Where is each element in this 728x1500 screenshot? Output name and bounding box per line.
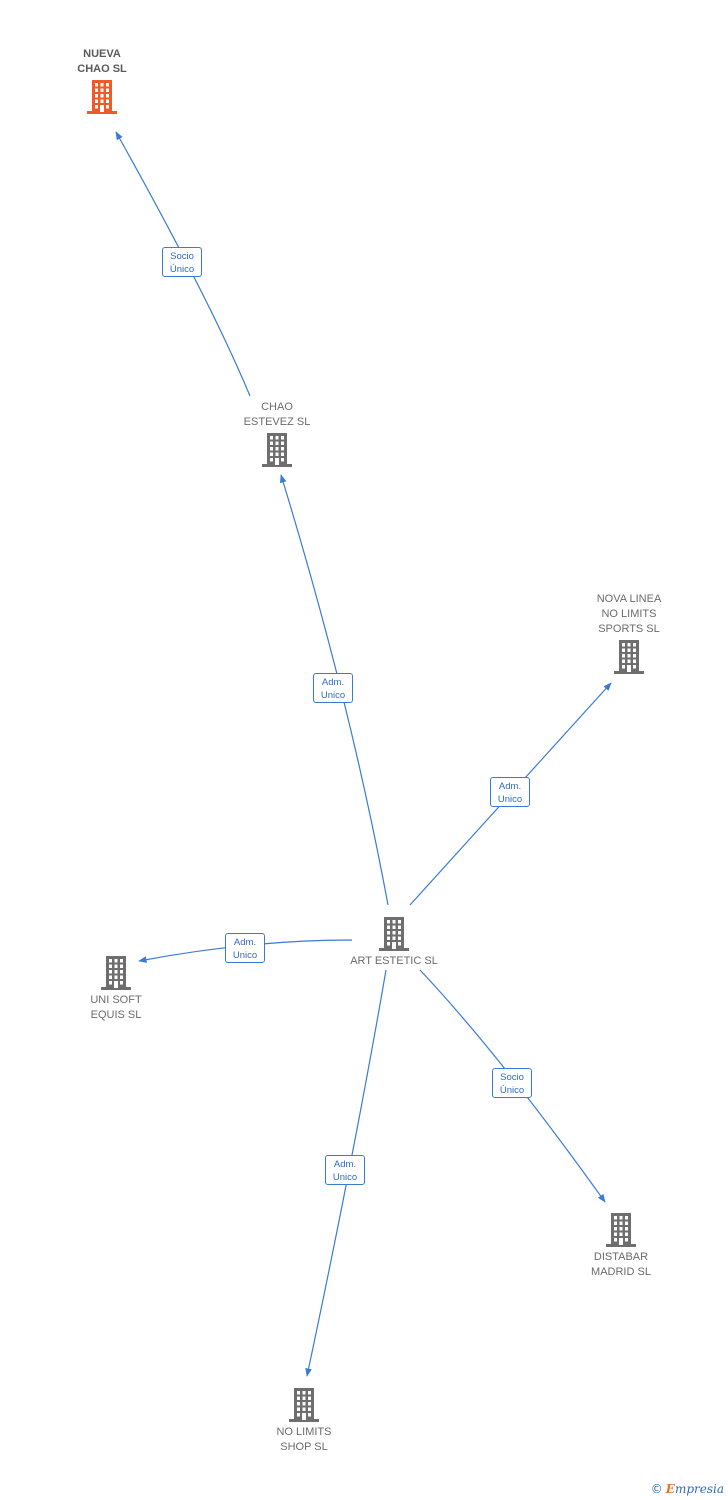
building-icon [614, 640, 644, 674]
brand-name: mpresia [674, 1482, 724, 1496]
company-node-uni-soft[interactable]: UNI SOFT EQUIS SL [46, 953, 186, 1023]
building-icon [101, 956, 131, 990]
building-icon [606, 1213, 636, 1247]
relation-label[interactable]: Socio Único [162, 247, 202, 277]
relation-label[interactable]: Adm. Unico [490, 777, 530, 807]
building-icon [379, 917, 409, 951]
company-node-art-estetic[interactable]: ART ESTETIC SL [324, 914, 464, 969]
company-node-nueva-chao[interactable]: NUEVA CHAO SL [32, 47, 172, 117]
brand-initial: E [665, 1482, 675, 1496]
company-name: UNI SOFT EQUIS SL [90, 994, 142, 1021]
company-name: DISTABAR MADRID SL [591, 1251, 651, 1278]
empresia-footer[interactable]: ©Empresia [651, 1482, 724, 1496]
company-node-nova-linea[interactable]: NOVA LINEA NO LIMITS SPORTS SL [559, 592, 699, 677]
company-name: NOVA LINEA NO LIMITS SPORTS SL [596, 593, 662, 635]
relation-label[interactable]: Adm. Unico [325, 1155, 365, 1185]
edge-chao-estevez-to-nueva-chao [115, 131, 251, 397]
company-name: NUEVA CHAO SL [77, 48, 127, 75]
building-icon [289, 1388, 319, 1422]
company-node-no-limits-shop[interactable]: NO LIMITS SHOP SL [234, 1385, 374, 1455]
company-name: CHAO ESTEVEZ SL [243, 401, 311, 428]
relation-label[interactable]: Adm. Unico [313, 673, 353, 703]
building-icon [262, 433, 292, 467]
company-node-distabar[interactable]: DISTABAR MADRID SL [551, 1210, 691, 1280]
relation-label[interactable]: Socio Único [492, 1068, 532, 1098]
company-name: NO LIMITS SHOP SL [276, 1426, 332, 1453]
company-node-chao-estevez[interactable]: CHAO ESTEVEZ SL [207, 400, 347, 470]
relation-label[interactable]: Adm. Unico [225, 933, 265, 963]
building-icon [87, 80, 117, 114]
company-name: ART ESTETIC SL [350, 955, 438, 967]
copyright-icon: © [650, 1482, 663, 1496]
